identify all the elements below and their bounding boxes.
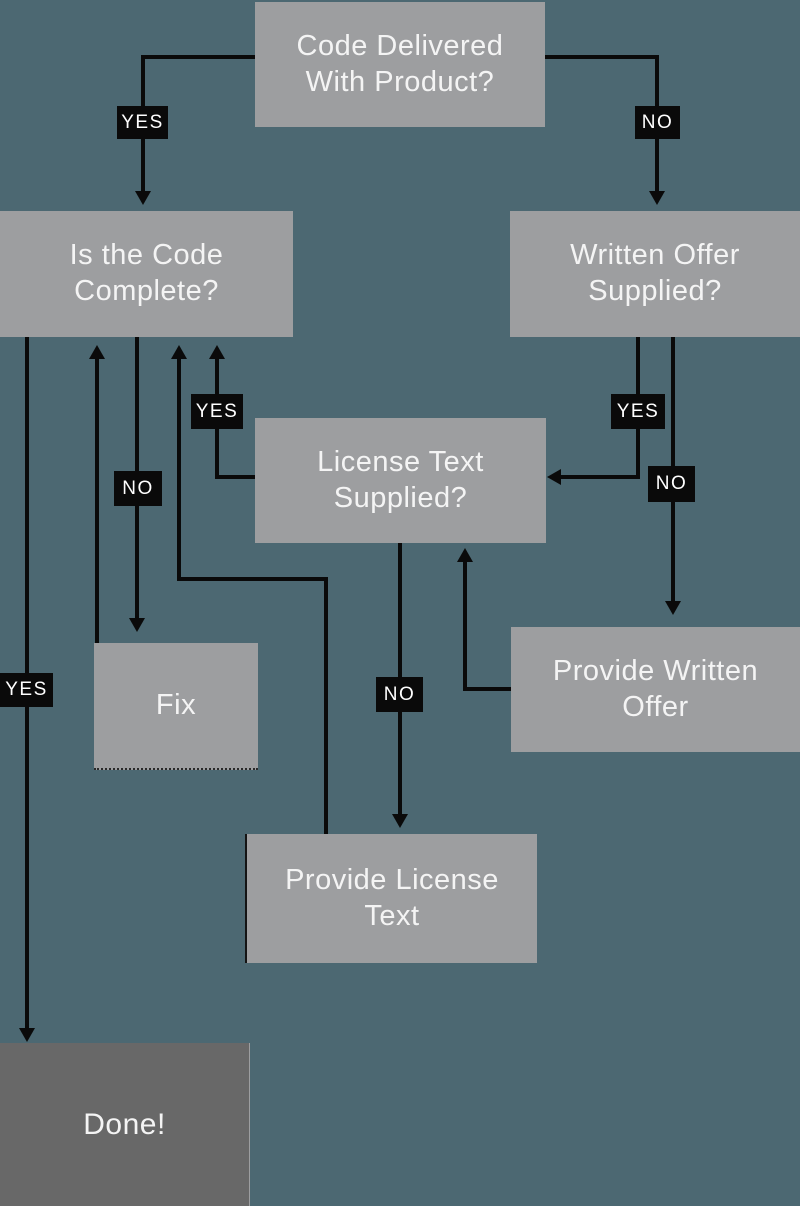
edge-label-cd-yes: YES <box>117 106 168 139</box>
arrowhead-down-icon <box>19 1028 35 1042</box>
edge-lt-yes-hline <box>215 475 255 479</box>
arrowhead-down-icon <box>392 814 408 828</box>
node-license-text: License Text Supplied? <box>255 418 546 543</box>
arrowhead-down-icon <box>649 191 665 205</box>
edge-pwo-return-hline <box>463 687 511 691</box>
edge-label-wo-no: NO <box>648 466 695 502</box>
arrowhead-left-icon <box>547 469 561 485</box>
edge-cd-yes-hline <box>141 55 255 59</box>
edge-label-icc-no: NO <box>114 471 162 506</box>
edge-plt-return-vline-left <box>177 359 181 581</box>
edge-label-lt-yes: YES <box>191 394 243 429</box>
arrowhead-up-icon <box>209 345 225 359</box>
node-done: Done! <box>0 1043 250 1206</box>
edge-label-cd-no: NO <box>635 106 680 139</box>
edge-label-wo-yes: YES <box>611 394 665 429</box>
node-fix: Fix <box>94 643 258 770</box>
edge-plt-return-hline <box>177 577 328 581</box>
edge-pwo-return-vline <box>463 561 467 691</box>
node-provide-license-text: Provide License Text <box>245 834 537 963</box>
arrowhead-up-icon <box>171 345 187 359</box>
node-written-offer: Written Offer Supplied? <box>510 211 800 337</box>
arrowhead-down-icon <box>129 618 145 632</box>
arrowhead-up-icon <box>457 548 473 562</box>
node-provide-written-offer: Provide Written Offer <box>511 627 800 752</box>
node-code-delivered: Code Delivered With Product? <box>255 2 545 127</box>
edge-plt-return-vline-right <box>324 577 328 834</box>
edge-wo-yes-hline <box>559 475 640 479</box>
node-is-code-complete: Is the Code Complete? <box>0 211 293 337</box>
edge-cd-no-hline <box>545 55 659 59</box>
edge-label-lt-no: NO <box>376 677 423 712</box>
edge-label-icc-yes: YES <box>0 673 53 707</box>
arrowhead-up-icon <box>89 345 105 359</box>
arrowhead-down-icon <box>135 191 151 205</box>
edge-fix-return-vline <box>95 359 99 643</box>
arrowhead-down-icon <box>665 601 681 615</box>
